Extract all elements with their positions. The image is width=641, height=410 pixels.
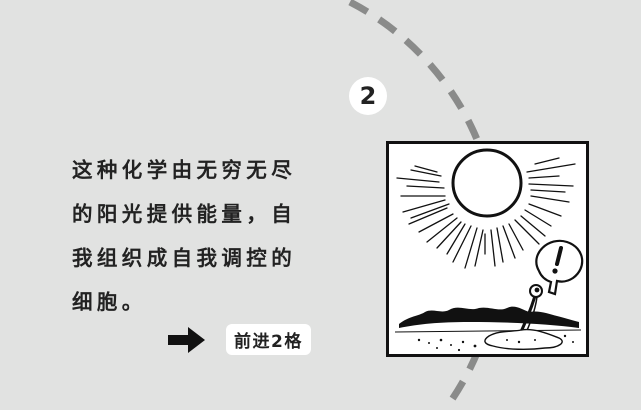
text-line: 我组织成自我调控的	[72, 246, 297, 270]
landscape	[394, 306, 582, 352]
speech-bubble-icon	[535, 239, 584, 296]
step-number-badge: 2	[349, 77, 387, 115]
right-arrow-icon	[168, 326, 205, 353]
step-number: 2	[359, 82, 377, 110]
advance-instruction: 前进2格	[168, 324, 311, 355]
text-line: 细胞。	[72, 290, 147, 314]
comic-panel	[386, 141, 589, 357]
text-line: 的阳光提供能量，自	[72, 202, 297, 226]
description-text: 这种化学由无穷无尽 的阳光提供能量，自 我组织成自我调控的 细胞。	[72, 148, 362, 324]
sun-icon	[396, 148, 576, 269]
advance-label: 前进2格	[234, 331, 303, 352]
advance-2-spaces-button[interactable]: 前进2格	[226, 324, 311, 355]
text-line: 这种化学由无穷无尽	[72, 158, 297, 182]
sun-and-cell-illustration	[394, 148, 584, 352]
